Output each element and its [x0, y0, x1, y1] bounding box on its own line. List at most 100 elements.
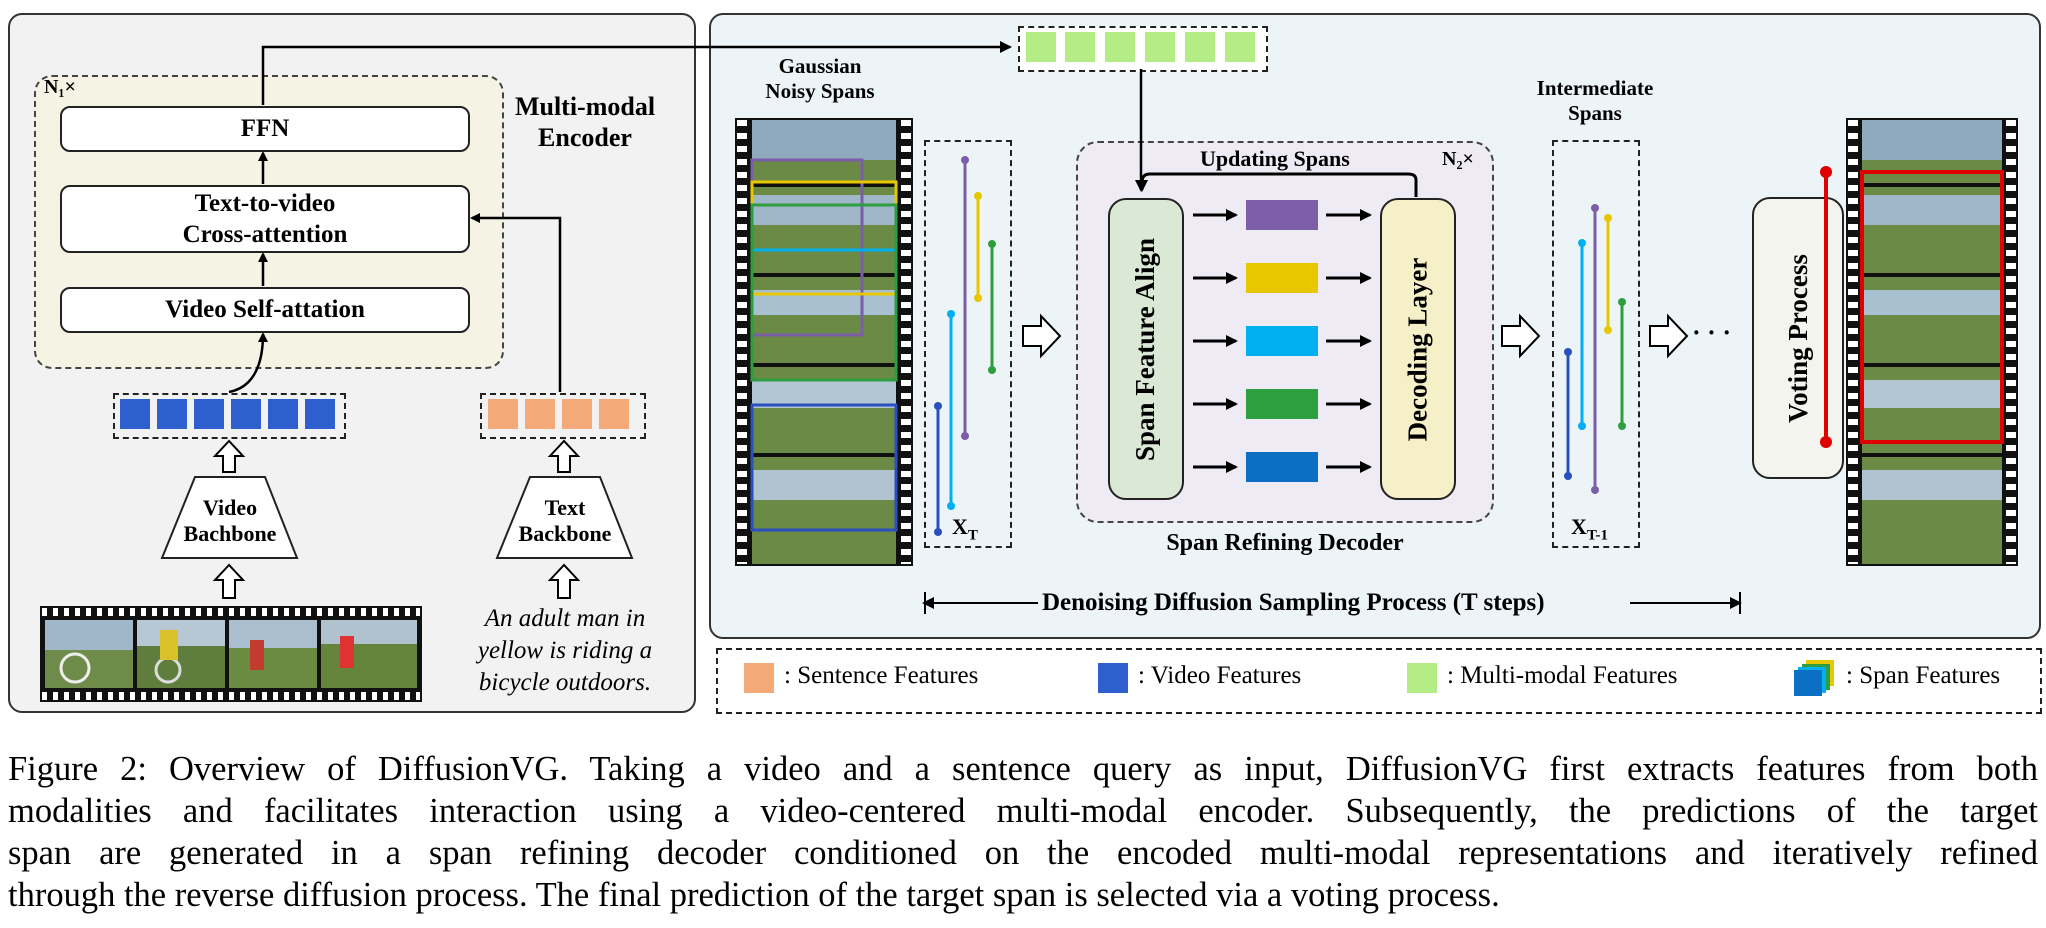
video-feature-row — [113, 393, 346, 439]
span-feature-cyan — [1246, 326, 1318, 356]
legend-span-label: : Span Features — [1846, 662, 2001, 689]
legend-video-label: : Video Features — [1138, 662, 1302, 689]
encoder-title-line2: Encoder — [538, 122, 632, 152]
video-feature-5 — [268, 399, 298, 429]
xt-box — [924, 140, 1012, 548]
continuation-dots: · · · — [1692, 318, 1732, 347]
query-line2: yellow is riding a — [477, 637, 653, 664]
hollow-arrow-xt1-to-dots — [1649, 313, 1689, 359]
xt1-subscript: T-1 — [1586, 527, 1609, 544]
encoder-title-line1: Multi-modal — [514, 92, 656, 121]
encoder-repeat-label: N₁× — [44, 76, 76, 98]
decoder-name: Span Refining Decoder — [1166, 530, 1404, 556]
video-feature-4 — [231, 399, 261, 429]
caption-line3: span are generated in a span refining de… — [8, 834, 2038, 872]
noisy-film-holes-left — [737, 120, 747, 564]
voted-span — [1820, 166, 1832, 448]
intermediate-label: Intermediate Spans — [1510, 76, 1680, 126]
sampling-process-label: Denoising Diffusion Sampling Process (T … — [1038, 589, 1549, 617]
multimodal-feature-4 — [1145, 32, 1175, 62]
span-feature-green — [1246, 389, 1318, 419]
caption-line1: Figure 2: Overview of DiffusionVG. Takin… — [8, 750, 2038, 788]
video-backbone-line2: Bachbone — [183, 520, 277, 546]
result-film-holes-right — [2006, 120, 2016, 564]
video-feature-2 — [157, 399, 187, 429]
voting-process-box: Voting Process — [1752, 197, 1844, 479]
encoder-arrows-svg — [40, 151, 634, 702]
self-attention-box: Video Self-attation — [60, 287, 470, 333]
decoder-arrows-svg — [261, 41, 2018, 614]
text-backbone-line2: Backbone — [518, 520, 612, 546]
hollow-arrow-text-1 — [547, 439, 581, 473]
intermediate-line2: Spans — [1568, 100, 1622, 125]
sentence-feature-3 — [562, 399, 592, 429]
xt-subscript: T — [967, 527, 978, 544]
multimodal-feature-5 — [1185, 32, 1215, 62]
text-backbone-label: Text Backbone — [505, 495, 625, 547]
arrow-updating-spans — [1136, 172, 1418, 197]
xt1-label: XT-1 — [1571, 514, 1608, 544]
xt-letter: X — [952, 514, 968, 539]
video-backbone-line1: Video — [202, 495, 258, 520]
sentence-feature-4 — [599, 399, 629, 429]
span-feature-align-box: Span Feature Align — [1108, 198, 1184, 500]
figure-caption: Figure 2: Overview of DiffusionVG. Takin… — [8, 748, 2038, 916]
video-feature-3 — [194, 399, 224, 429]
span-feature-yellow — [1246, 263, 1318, 293]
multimodal-feature-3 — [1105, 32, 1135, 62]
hollow-arrow-xt-to-decoder — [1022, 313, 1062, 359]
gaussian-label: Gaussian Noisy Spans — [735, 54, 905, 104]
legend-span-swatch — [1794, 660, 1834, 696]
video-backbone-label: Video Bachbone — [170, 495, 290, 547]
video-feature-1 — [120, 399, 150, 429]
input-video-strip — [40, 606, 422, 702]
updating-spans-label: Updating Spans — [1200, 146, 1350, 171]
video-backbone-shape — [160, 476, 299, 559]
gaussian-line1: Gaussian — [778, 54, 862, 78]
span-feature-blue — [1246, 452, 1318, 482]
sentence-feature-2 — [525, 399, 555, 429]
text-backbone-shape — [495, 476, 634, 559]
sentence-feature-row — [480, 393, 646, 439]
hollow-arrow-text-2 — [547, 563, 581, 599]
result-film-strip — [1846, 118, 2018, 566]
film-holes-top-left — [42, 608, 420, 616]
arrow-text-to-cross — [470, 213, 562, 392]
encoder-title: Multi-modal Encoder — [500, 92, 670, 153]
result-film-holes-left — [1848, 120, 1858, 564]
cross-attention-box: Text-to-video Cross-attention — [60, 185, 470, 253]
gaussian-line2: Noisy Spans — [765, 78, 875, 103]
hollow-arrow-decoder-to-xt1 — [1501, 313, 1541, 359]
legend — [716, 648, 2042, 714]
query-line1: An adult man in — [484, 605, 646, 632]
hollow-arrow-video-1 — [212, 439, 246, 473]
decoding-layer-box: Decoding Layer — [1380, 198, 1456, 500]
arrow-ffn-to-multimodal — [261, 41, 1012, 105]
caption-line2: modalities and facilitates interaction u… — [8, 792, 2038, 830]
multimodal-feature-2 — [1065, 32, 1095, 62]
legend-multimodal-swatch — [1407, 663, 1437, 693]
xt1-letter: X — [1571, 514, 1587, 539]
span-feature-purple — [1246, 200, 1318, 230]
legend-video-swatch — [1098, 663, 1128, 693]
legend-sentence-swatch — [744, 663, 774, 693]
multimodal-feature-6 — [1225, 32, 1255, 62]
decoder-repeat-label: N₂× — [1442, 148, 1474, 170]
xt1-box — [1552, 140, 1640, 548]
caption-line4: through the reverse diffusion process. T… — [8, 876, 1500, 914]
arrow-video-to-selfattn — [228, 332, 268, 394]
hollow-arrow-video-2 — [212, 563, 246, 599]
text-backbone-line1: Text — [544, 495, 586, 520]
noisy-film-strip — [735, 118, 913, 566]
legend-multimodal-label: : Multi-modal Features — [1447, 662, 1678, 689]
cross-attention-line2: Cross-attention — [182, 221, 348, 248]
legend-sentence-label: : Sentence Features — [784, 662, 979, 689]
sentence-query: An adult man in yellow is riding a bicyc… — [450, 603, 680, 699]
noisy-spans — [934, 156, 996, 536]
cross-attention-line1: Text-to-video — [194, 189, 336, 217]
query-line3: bicycle outdoors. — [478, 669, 652, 696]
xt-label: XT — [952, 514, 978, 544]
multimodal-feature-1 — [1026, 32, 1056, 62]
sentence-feature-1 — [488, 399, 518, 429]
video-feature-6 — [305, 399, 335, 429]
